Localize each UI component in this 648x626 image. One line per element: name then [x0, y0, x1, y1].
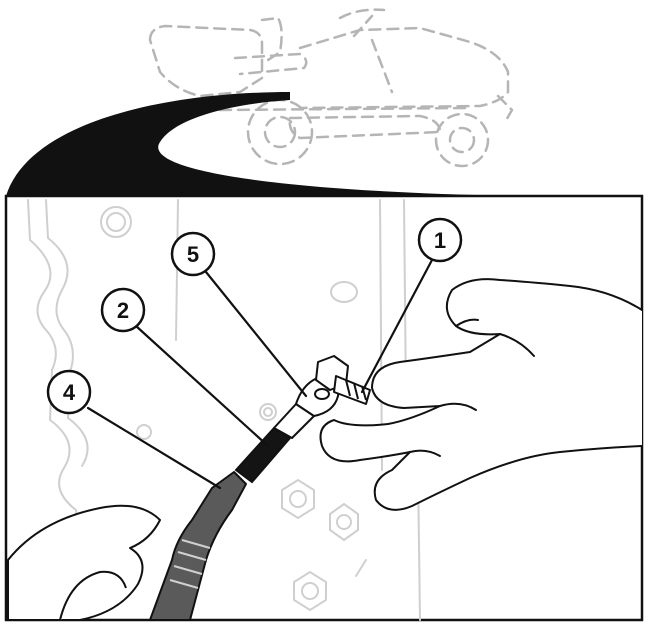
- callout-5-label: 5: [187, 242, 199, 267]
- callout-5-circle: [170, 231, 216, 277]
- callout-4-label: 4: [63, 380, 76, 405]
- callout-1-label: 1: [434, 228, 446, 253]
- callout-2-circle: [100, 287, 146, 333]
- callout-1: 1: [417, 217, 463, 263]
- callout-2: 2: [100, 287, 146, 333]
- callout-4-circle: [46, 369, 92, 415]
- rubber-boot: [149, 471, 247, 621]
- callout-4: 4: [46, 369, 92, 415]
- left-hand: [7, 504, 161, 621]
- callout-1-circle: [417, 217, 463, 263]
- leader-line-1: [360, 258, 434, 394]
- zoom-swoosh: [6, 92, 520, 196]
- leader-lines: [86, 258, 434, 490]
- terminal-bolt: [315, 355, 371, 405]
- callout-2-label: 2: [117, 298, 129, 323]
- detail-panel: [4, 194, 644, 622]
- leader-line-2: [134, 324, 270, 448]
- leader-line-4: [86, 406, 222, 490]
- leader-line-5: [204, 270, 308, 398]
- callout-5: 5: [170, 231, 216, 277]
- mower-outline: [148, 8, 514, 168]
- right-hand: [319, 278, 643, 511]
